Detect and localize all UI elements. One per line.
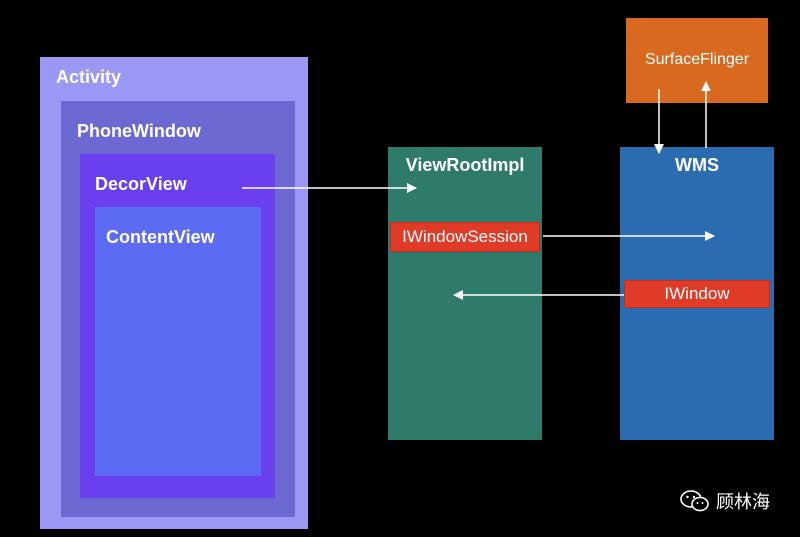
activity-label: Activity — [56, 67, 122, 87]
surface-flinger-label: SurfaceFlinger — [644, 51, 750, 68]
decor-view-label: DecorView — [95, 174, 187, 194]
view-root-impl-box: ViewRootImpl — [388, 147, 542, 440]
surface-flinger-box: SurfaceFlinger — [626, 18, 768, 103]
watermark-text: 顾林海 — [716, 492, 770, 512]
phone-window-label: PhoneWindow — [77, 121, 201, 141]
iwindow-session-bar: IWindowSession — [390, 222, 540, 252]
content-view-box: ContentView — [95, 207, 261, 476]
view-root-impl-label: ViewRootImpl — [405, 155, 525, 175]
content-view-label: ContentView — [106, 227, 215, 247]
iwindow-bar: IWindow — [624, 280, 770, 308]
wechat-icon — [680, 490, 709, 512]
wms-label: WMS — [675, 155, 719, 175]
watermark: 顾林海 — [680, 488, 770, 514]
